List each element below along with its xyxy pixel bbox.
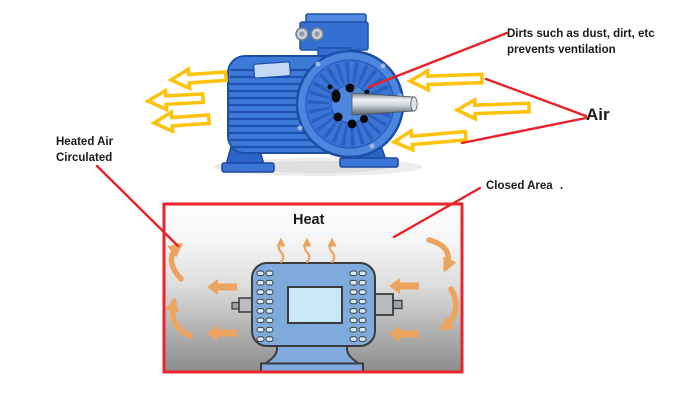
air-flow-arrow-left (151, 107, 212, 135)
closed-motor-illustration (231, 262, 403, 374)
air-flow-arrow-right (391, 124, 469, 154)
heated-air-line1: Heated Air (56, 136, 114, 148)
motor-nameplate (287, 286, 343, 324)
heated-air-line2: Circulated (56, 152, 113, 164)
air-label: Air (586, 105, 610, 124)
air-flow-arrow-left (145, 86, 206, 113)
right-shaft (374, 293, 394, 316)
closed-area-border (162, 202, 464, 374)
motor-nameplate (253, 61, 291, 79)
connector-heated-air-line (95, 164, 180, 248)
air-flow-arrow-right (454, 96, 532, 122)
junction-box (295, 13, 369, 61)
air-flow-arrow-left (168, 64, 229, 92)
annotation-connectors (95, 31, 588, 248)
circulation-curved-arrow (426, 237, 457, 273)
dirts-annotation-line2: prevents ventilation (507, 44, 616, 56)
circulation-curved-arrow (164, 297, 193, 339)
heated-air-annotation: Heated Air Circulated (56, 134, 113, 166)
electric-motor-illustration (214, 13, 422, 176)
closed-area-label: Closed Area (486, 180, 553, 192)
circulation-curved-arrow (439, 286, 459, 332)
shaft-end (410, 96, 418, 112)
connector-dirts-line (367, 31, 509, 89)
right-shaft-pin (392, 299, 403, 310)
motor-pedestal (259, 343, 365, 366)
connector-air-upper-line (484, 77, 588, 118)
stray-period: . (560, 180, 564, 192)
left-shaft (238, 297, 253, 313)
motor-shaft (351, 92, 415, 116)
heat-circulation-arrows (164, 237, 459, 342)
connector-closed-area-line (392, 186, 482, 239)
heat-label: Heat (293, 212, 325, 228)
dirts-annotation-line1: Dirts such as dust, dirt, etc (507, 28, 655, 40)
air-flow-arrow-right (407, 67, 485, 93)
dirts-annotation: Dirts such as dust, dirt, etc prevents v… (507, 26, 655, 58)
vent-holes (327, 83, 370, 129)
circulation-curved-arrow (167, 242, 184, 282)
connector-air-lower-line (460, 116, 588, 145)
